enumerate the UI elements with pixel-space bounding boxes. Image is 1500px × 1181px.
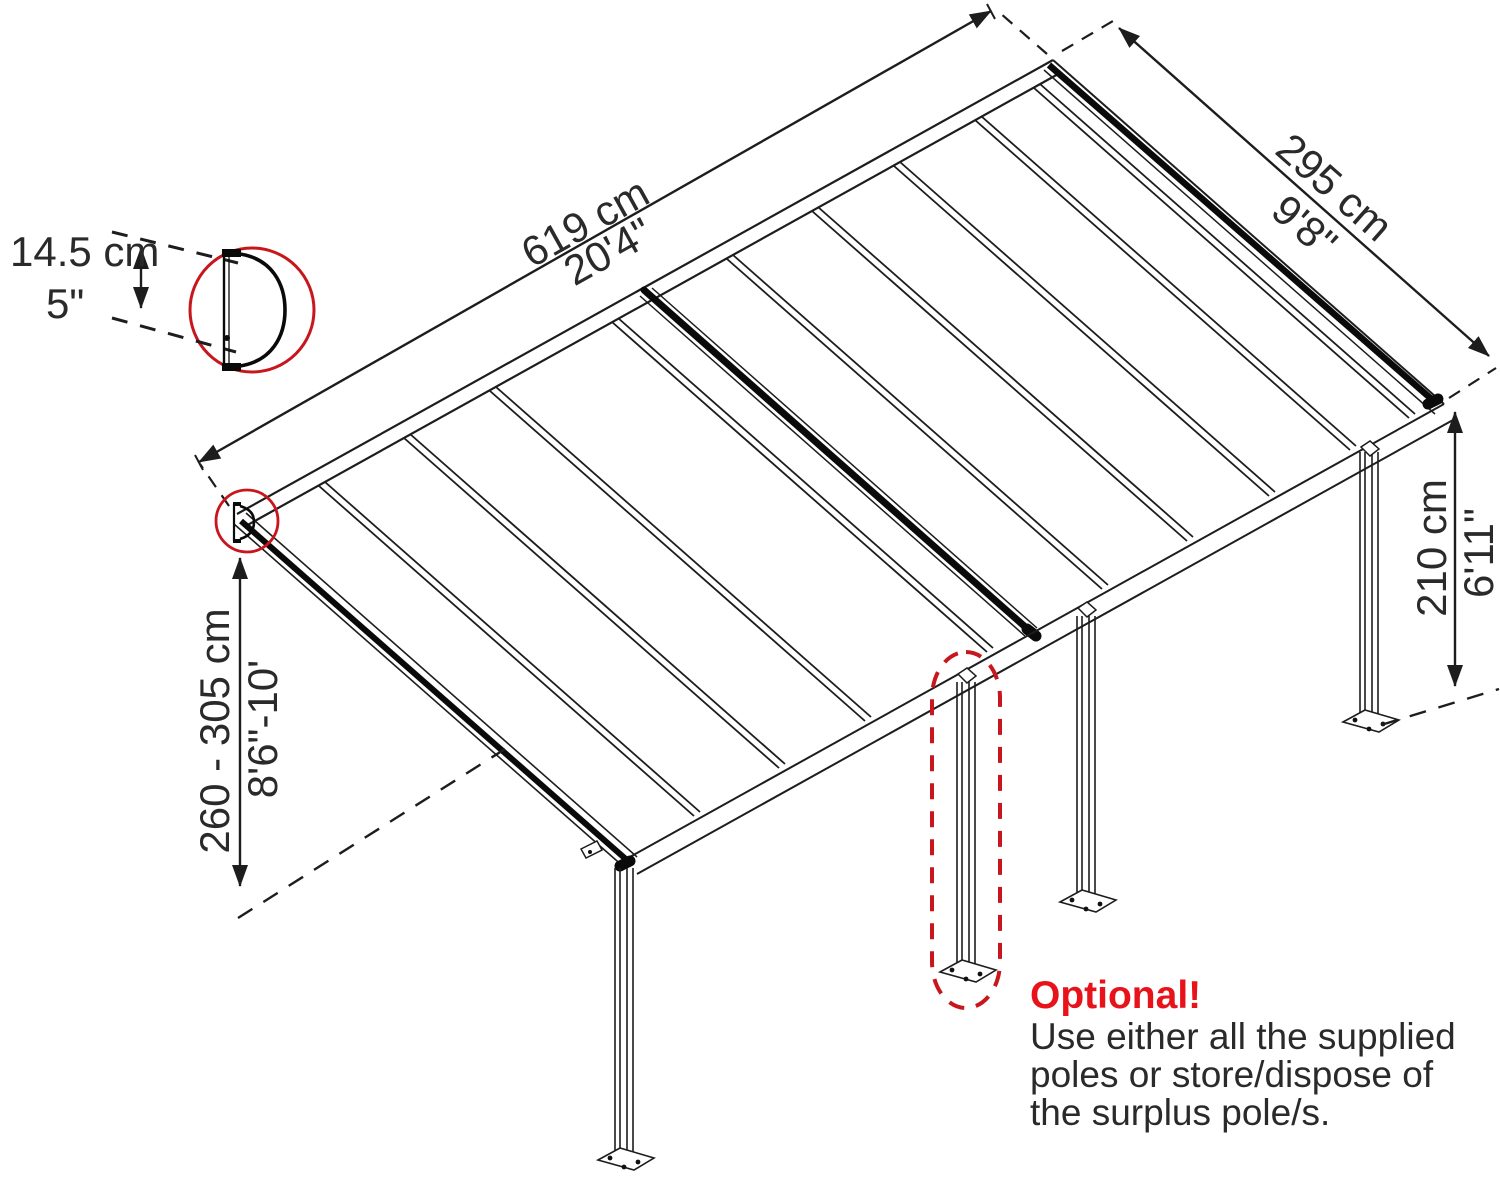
profile-detail-callout: 14.5 cm 5" — [10, 228, 316, 374]
left-edge-beam — [233, 512, 638, 869]
gutter-profile-section — [222, 249, 287, 371]
dimension-post-height: 210 cm 6'11" — [1408, 411, 1500, 687]
profile-height-metric: 14.5 cm — [10, 228, 159, 275]
wall-bracket — [579, 840, 604, 859]
mount-height-metric: 260 - 305 cm — [191, 608, 238, 853]
dimension-roof-length: 619 cm 20'4" — [194, 3, 1048, 507]
gutter-end-cap-right — [1422, 393, 1444, 410]
dimension-mount-height: 260 - 305 cm 8'6"-10' — [191, 557, 286, 887]
center-beam — [639, 286, 1042, 642]
detail-circle — [188, 246, 316, 374]
dimension-roof-depth: 295 cm 9'8" — [1061, 20, 1497, 399]
right-edge-beam — [1043, 59, 1445, 415]
support-pole-middle — [1057, 601, 1118, 913]
note-line-3: the surplus pole/s. — [1030, 1092, 1330, 1133]
note-line-2: poles or store/dispose of — [1030, 1054, 1434, 1095]
support-pole-optional — [937, 667, 998, 983]
post-height-metric: 210 cm — [1408, 479, 1455, 617]
note-line-1: Use either all the supplied — [1030, 1016, 1456, 1057]
gutter-end-cap-left — [614, 855, 636, 872]
post-height-imperial: 6'11" — [1455, 508, 1500, 598]
support-pole-front-left — [579, 840, 656, 1171]
note-title: Optional! — [1030, 974, 1201, 1017]
mount-height-imperial: 8'6"-10' — [239, 660, 286, 798]
corner-detail-circle — [214, 488, 280, 554]
optional-note: Optional! Use either all the supplied po… — [1030, 974, 1456, 1133]
ground-reference-lines — [237, 687, 1500, 920]
gutter-beam — [614, 393, 1454, 875]
support-pole-right — [1340, 440, 1401, 733]
profile-height-imperial: 5" — [46, 280, 84, 327]
roof-rafters — [318, 83, 1416, 817]
optional-pole-highlight — [930, 650, 1002, 1010]
